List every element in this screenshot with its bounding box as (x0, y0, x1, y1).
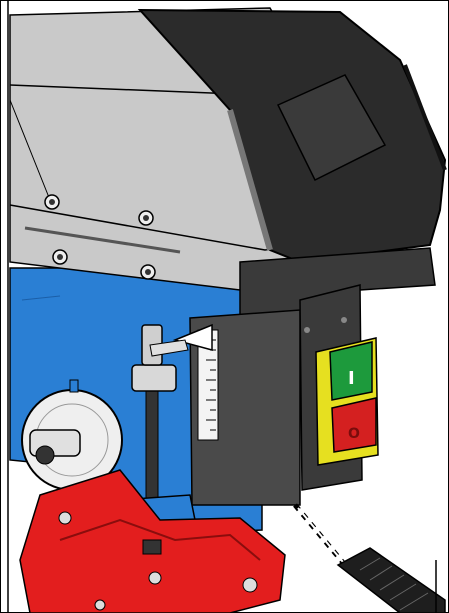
gauge-knob (35, 445, 55, 465)
column-shading (21, 295, 61, 301)
switch-on-button (329, 341, 373, 401)
housing-window (276, 74, 387, 182)
switch-off-button (331, 397, 377, 453)
screwdriver-grip-lines (359, 557, 429, 611)
support-bolt-right (242, 577, 258, 593)
belt-cover-slot (24, 226, 181, 254)
rod-end-nut (142, 539, 162, 555)
support-bolt-left (58, 511, 72, 525)
switch-screw-top (304, 327, 310, 333)
table-support-detail (59, 518, 261, 561)
belt-cover-crease (9, 99, 51, 201)
housing-highlight (227, 109, 273, 251)
support-bolt-middle (148, 571, 162, 585)
switch-on-symbol: I (348, 368, 355, 389)
screwdriver-shaft-highlight (297, 507, 344, 563)
screwdriver-handle (336, 547, 446, 613)
belt-cover-screws (44, 194, 156, 280)
support-bolt-bottom (94, 599, 106, 611)
depth-pointer (172, 323, 213, 351)
switch-off-symbol: O (348, 426, 360, 442)
switch-screw-right (341, 317, 347, 323)
gauge-clip (69, 379, 79, 393)
housing-rear-edge (403, 64, 447, 171)
depth-stop-arm (149, 339, 189, 357)
depth-stop-nut (131, 364, 177, 392)
